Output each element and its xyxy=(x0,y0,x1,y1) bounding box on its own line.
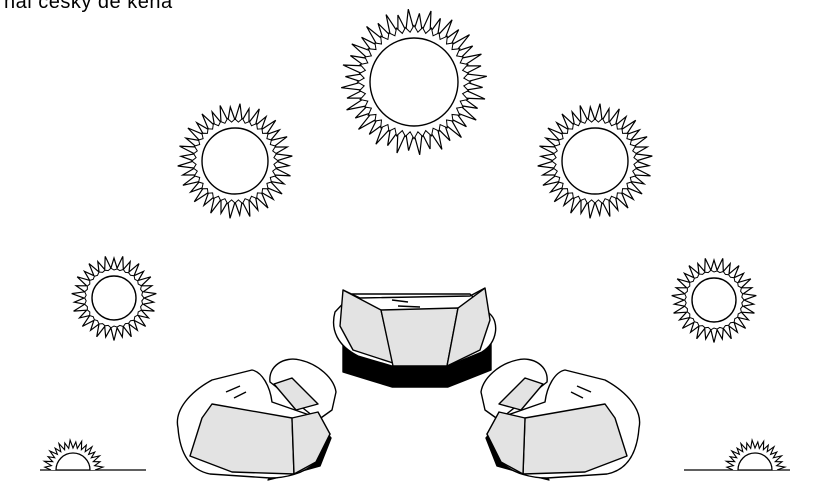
sun-disc xyxy=(562,128,628,194)
setting-sun-icon xyxy=(40,440,146,470)
sun-disc xyxy=(202,128,268,194)
setting-sun-icon xyxy=(684,440,790,470)
crystal-icon xyxy=(334,288,496,387)
sun-disc xyxy=(692,278,736,322)
crystal-icon xyxy=(481,359,640,480)
sun-disc xyxy=(92,276,136,320)
sun-disc xyxy=(370,38,458,126)
sun-icon xyxy=(341,9,487,155)
sun-icon xyxy=(72,256,157,340)
sun-icon xyxy=(178,104,293,219)
crystal-icon xyxy=(177,359,336,480)
sun-icon xyxy=(672,258,757,342)
sun-icon xyxy=(538,104,653,219)
